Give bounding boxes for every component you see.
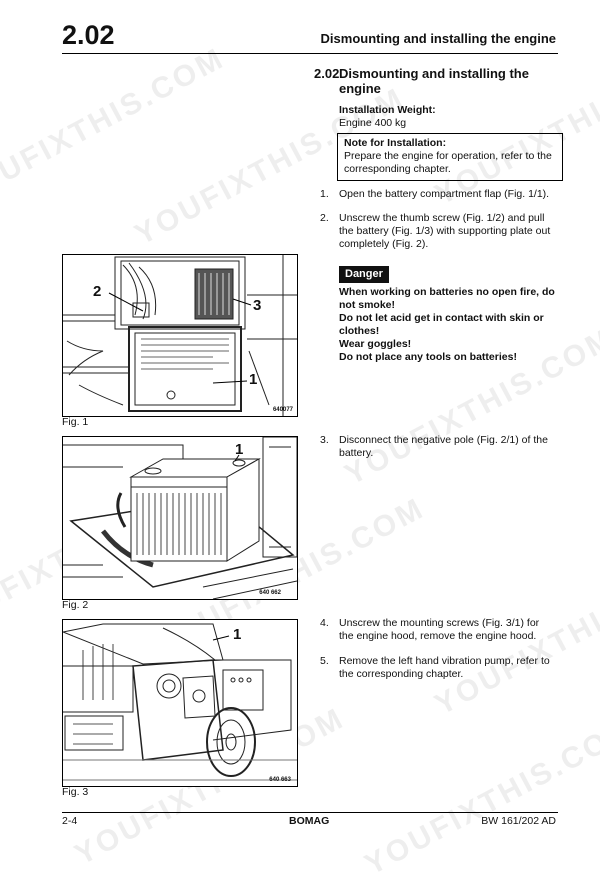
figure-1-callout: 2 [93,283,102,300]
figure-2-battery-pulled-out: 1 640 662 [62,436,298,600]
section-number: 2.02 [314,66,340,81]
figure-1-battery-compartment: 2 3 1 640077 [62,254,298,417]
step-item: 4. Unscrew the mounting screws (Fig. 3/1… [320,617,556,643]
figure-2-caption: Fig. 2 [62,599,89,611]
header-rule [62,53,558,54]
figure-1-caption: Fig. 1 [62,416,89,428]
danger-line: Wear goggles! [339,338,412,350]
step-text: Unscrew the mounting screws (Fig. 3/1) f… [339,617,540,642]
figure-1-drawing [63,255,297,416]
figure-3-caption: Fig. 3 [62,786,89,798]
step-item: 2. Unscrew the thumb screw (Fig. 1/2) an… [320,212,556,251]
figure-3-number: 640 663 [269,777,291,783]
footer-model: BW 161/202 AD [481,815,556,827]
figure-1-number: 640077 [272,407,293,413]
section-title: 2.02 Dismounting and installing the engi… [314,66,558,96]
watermark: YOUFIXTHIS.COM [359,711,600,882]
danger-warning: When working on batteries no open fire, … [339,286,559,364]
installation-weight-value: Engine 400 kg [339,117,407,129]
step-number: 5. [320,655,329,667]
step-number: 2. [320,212,329,224]
step-text: Disconnect the negative pole (Fig. 2/1) … [339,434,548,459]
step-number: 4. [320,617,329,629]
danger-badge: Danger [339,266,389,283]
danger-line: When working on batteries no open fire, … [339,286,555,311]
installation-note-box: Note for Installation: Prepare the engin… [337,133,563,181]
step-item: 5. Remove the left hand vibration pump, … [320,655,556,681]
figure-2-callout: 1 [235,441,244,458]
note-text: Prepare the engine for operation, refer … [344,150,552,175]
step-text: Remove the left hand vibration pump, ref… [339,655,550,680]
footer-brand: BOMAG [289,815,330,827]
footer-rule [62,812,558,813]
figure-1-callout: 1 [249,371,258,388]
figure-3-callout: 1 [233,626,242,643]
danger-line: Do not let acid get in contact with skin… [339,312,544,337]
note-heading: Note for Installation: [344,137,447,149]
step-text: Open the battery compartment flap (Fig. … [339,188,550,200]
installation-weight-label: Installation Weight: [339,104,436,116]
figure-3-roller-engine-hood: 1 640 663 [62,619,298,787]
figure-3-drawing [63,623,297,781]
step-text: Unscrew the thumb screw (Fig. 1/2) and p… [339,212,551,250]
section-title-text: Dismounting and installing the engine [339,66,529,96]
step-number: 3. [320,434,329,446]
header-section-number: 2.02 [62,20,115,50]
figure-1-callout: 3 [253,297,262,314]
header-title: Dismounting and installing the engine [320,31,556,46]
step-item: 3. Disconnect the negative pole (Fig. 2/… [320,434,556,460]
figure-2-number: 640 662 [259,590,281,596]
danger-line: Do not place any tools on batteries! [339,351,517,363]
step-item: 1. Open the battery compartment flap (Fi… [320,188,556,201]
figure-2-drawing [63,437,297,599]
footer-page-number: 2-4 [62,815,78,827]
step-number: 1. [320,188,329,200]
